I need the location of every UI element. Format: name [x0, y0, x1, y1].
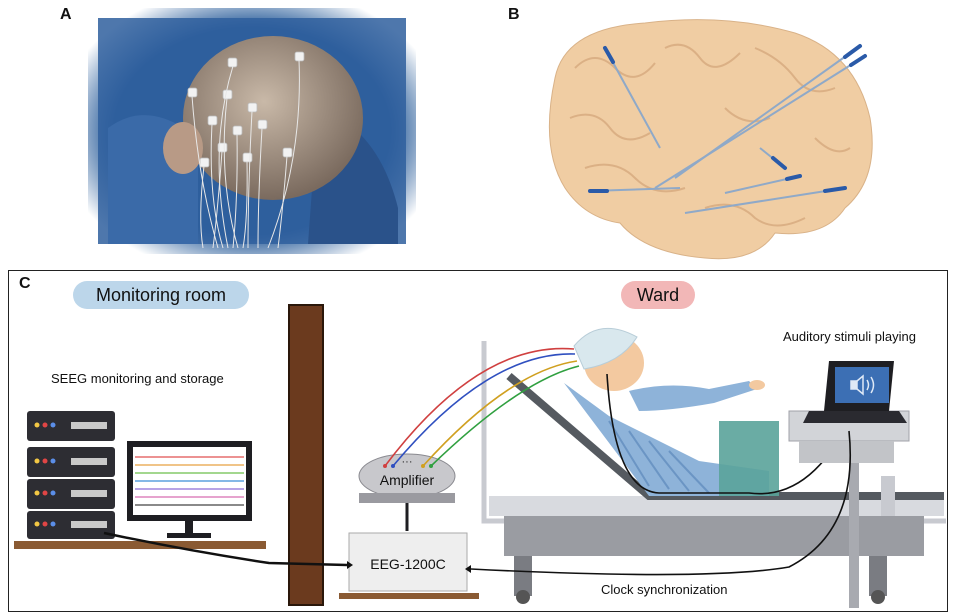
- server-icon: [27, 411, 115, 539]
- electrode-icons: [187, 51, 305, 168]
- eeg-device: EEG-1200C: [339, 532, 479, 599]
- panel-letter-a: A: [60, 6, 72, 23]
- dividing-wall: [288, 304, 324, 606]
- monitoring-room-label: Monitoring room: [73, 281, 249, 309]
- eeg-device-text: EEG-1200C: [370, 556, 445, 572]
- amplifier-text: Amplifier: [380, 472, 435, 488]
- amplifier-dots: ···: [402, 456, 413, 468]
- monitor-icon: [127, 441, 252, 538]
- desk-shelf: [14, 541, 266, 549]
- seeg-label: SEEG monitoring and storage: [51, 371, 224, 386]
- electrode-wires: [191, 59, 300, 249]
- panel-letter-c: C: [19, 275, 31, 292]
- speaker-icon: [850, 374, 875, 396]
- panel-letter-b: B: [508, 6, 520, 23]
- auditory-label: Auditory stimuli playing: [783, 329, 916, 344]
- clock-sync-label: Clock synchronization: [601, 582, 727, 597]
- electrode-cables: [384, 347, 580, 467]
- amplifier-device: Amplifier ···: [358, 453, 456, 503]
- brain-model: [525, 8, 885, 270]
- ward-label: Ward: [621, 281, 695, 309]
- brain-shape: [548, 19, 873, 260]
- patient-photo: [88, 8, 416, 254]
- panel-c-setup: C Monitoring room Ward SEEG monitoring a…: [8, 270, 948, 612]
- laptop-icon: [803, 361, 907, 423]
- head-shape: [183, 36, 363, 200]
- patient-icon: [564, 327, 779, 496]
- head-cap: [573, 327, 638, 370]
